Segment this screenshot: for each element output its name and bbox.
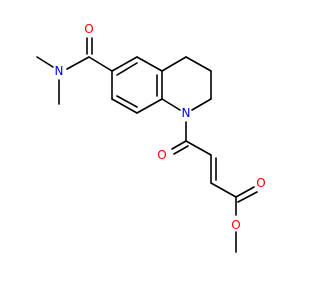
ketone-oxygen-label: O bbox=[157, 148, 166, 162]
ester-carbonyl-oxygen-label: O bbox=[256, 176, 265, 190]
bond-ketone-c-o-1 bbox=[171, 140, 187, 150]
bond-ester-c-o-1 bbox=[235, 186, 255, 198]
bond-ketone-c-o-2 bbox=[173, 145, 189, 155]
bond-ring-c2-n bbox=[191, 98, 212, 111]
atom-label-layer: O N N O O O bbox=[55, 22, 266, 232]
molecule-structure-diagram: O N N O O O bbox=[0, 0, 300, 300]
bond-amide-c-n bbox=[66, 56, 90, 70]
bond-benzene-2 bbox=[136, 56, 163, 72]
bond-layer bbox=[36, 37, 258, 253]
bond-benzene-5 bbox=[111, 98, 138, 114]
bond-ketone-alkene bbox=[185, 140, 212, 156]
amide-nitrogen-label: N bbox=[55, 64, 64, 78]
bond-ester-c-o-2 bbox=[237, 191, 258, 203]
bond-benzene-inner-3 bbox=[116, 95, 138, 108]
ring-nitrogen-label: N bbox=[182, 106, 191, 120]
bond-benzene-4 bbox=[136, 98, 163, 114]
ester-oxygen-label: O bbox=[231, 218, 240, 232]
bond-alkene-ester bbox=[210, 182, 237, 198]
amide-oxygen-label: O bbox=[84, 22, 93, 36]
bond-ring-c4 bbox=[161, 56, 187, 72]
bond-ring-n-c8a bbox=[161, 98, 181, 111]
bond-ring-c3 bbox=[185, 56, 212, 72]
bond-benzene-inner-1 bbox=[116, 62, 138, 76]
bond-benzene-1 bbox=[111, 56, 138, 72]
bond-amide-c-ring bbox=[88, 56, 113, 72]
bond-n-methyl-1 bbox=[36, 56, 54, 68]
background bbox=[0, 0, 300, 300]
